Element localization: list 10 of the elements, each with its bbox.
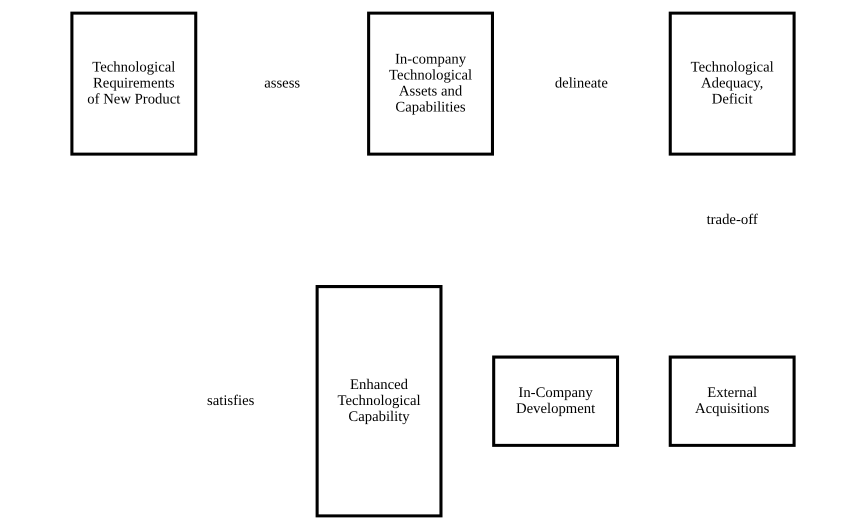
node-box: In-Company Development	[492, 356, 619, 447]
node-box: Technological Adequacy, Deficit	[668, 12, 796, 156]
node-box: Enhanced Technological Capability	[315, 285, 442, 518]
node-box: External Acquisitions	[668, 356, 796, 447]
label: delineate	[554, 75, 608, 92]
label: satisfies	[206, 393, 254, 410]
label: assess	[264, 75, 300, 92]
node-box: In-company Technological Assets and Capabilities	[366, 12, 494, 156]
label: trade-off	[706, 212, 758, 228]
node-box: Technological Requirements of New Product	[70, 12, 197, 156]
